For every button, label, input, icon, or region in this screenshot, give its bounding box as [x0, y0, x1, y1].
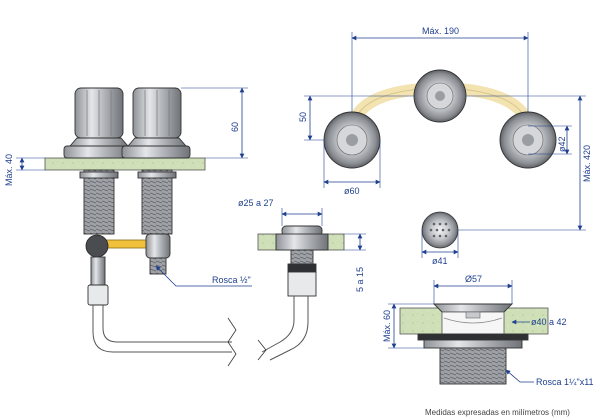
- units-note: Medidas expresadas en milímetros (mm): [425, 408, 570, 417]
- left-knob-top: [323, 111, 381, 169]
- dim-phi-42: ø42: [557, 136, 567, 152]
- aerator-outlet: [421, 211, 459, 249]
- spout-cross-section: ø25 a 27 5 a 15: [238, 198, 366, 361]
- dim-phi-41: ø41: [432, 256, 448, 266]
- left-dimensions: Máx. 40 60 Rosca ½": [4, 87, 252, 287]
- dim-phi-40-42: ø40 a 42: [531, 317, 567, 327]
- dim-50: 50: [298, 112, 308, 122]
- top-view-dimensions: Máx. 190 50 ø60 ø42 Máx. 420 ø41: [298, 26, 592, 266]
- dim-max-190: Máx. 190: [422, 26, 459, 36]
- right-knob-top: [499, 111, 557, 169]
- label-thread-1-1-4: Rosca 1¼"x11: [536, 377, 594, 387]
- supply-pipe: [92, 305, 232, 353]
- dim-5-15: 5 a 15: [355, 267, 365, 292]
- right-handle: [121, 87, 191, 159]
- right-outlet-tee: [145, 233, 171, 259]
- left-handle: [63, 87, 133, 159]
- dim-max-420: Máx. 420: [582, 145, 592, 182]
- drain-cross-section: Ø57 Máx. 60 ø40 a 42 Rosca 1¼"x11: [382, 274, 594, 387]
- dim-phi-60: ø60: [344, 186, 360, 196]
- left-threaded-body: [83, 169, 115, 235]
- dim-max-40: Máx. 40: [4, 154, 14, 186]
- label-thread-half: Rosca ½": [212, 275, 251, 285]
- side-view-valves: [44, 87, 237, 367]
- dim-phi-25-27: ø25 a 27: [238, 198, 274, 208]
- center-spout-top: [413, 69, 467, 123]
- dim-phi-57: Ø57: [465, 274, 482, 284]
- dim-max-60: Máx. 60: [382, 310, 392, 342]
- right-threaded-body: [141, 169, 173, 235]
- countertop-slab: [44, 157, 206, 171]
- dim-60: 60: [230, 122, 240, 132]
- top-view-set: [323, 69, 557, 249]
- left-elbow-fitting: [85, 234, 109, 258]
- drain-thread: [439, 347, 507, 385]
